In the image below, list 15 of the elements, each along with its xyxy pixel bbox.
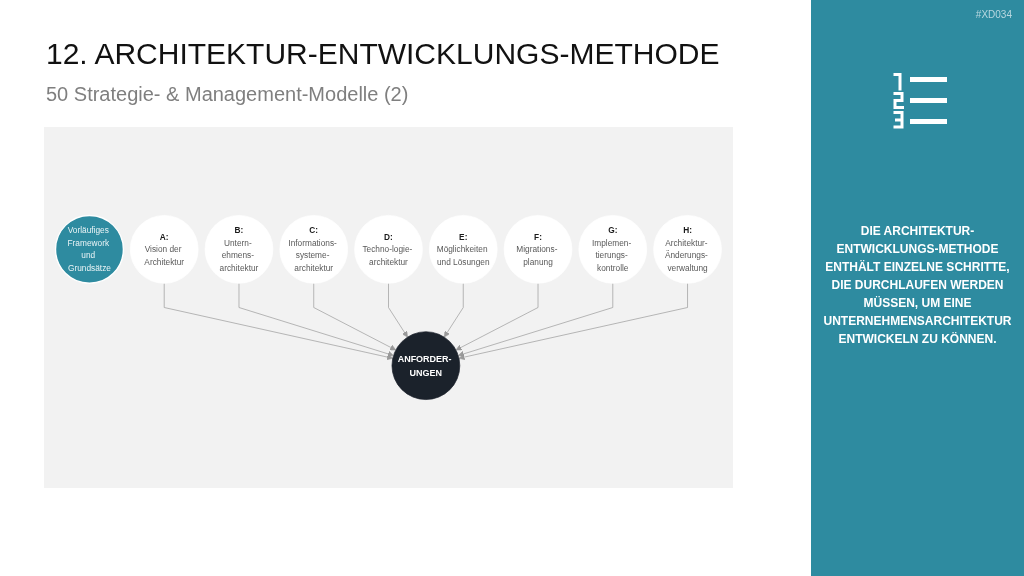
node-circle (429, 215, 498, 284)
node-circle (503, 215, 573, 284)
node-circle (578, 215, 648, 284)
node-circle (129, 215, 199, 284)
diagram-background: Vorläufiges Framework und Grundsätze G: Implemen- tierungs- kontrolle H: Architektur- Änderungs- verwaltung F: Migrations- planung A: Vision der Architektur E: Möglichkeiten und Lösungen B: Untern- ehmens- architektur D: Techno-logie- architektur C: Informations- systeme- architektur ANFORDER- UNGEN (44, 127, 733, 488)
node-circle (653, 215, 722, 284)
slide-code: #XD034 (975, 9, 1012, 21)
node-circle (204, 215, 274, 284)
node-circle (391, 331, 461, 400)
slide-title: 12. ARCHITEKTUR-ENTWICKLUNGS-METHODE (46, 36, 720, 72)
node-circle (354, 215, 423, 284)
node-circle (54, 214, 125, 284)
subtitle: 50 Strategie- & Management-Modelle (2) (46, 82, 409, 106)
panel-text: DIE ARCHITEKTUR- ENTWICKLUNGS-METHODE ENTHÄLT EINZELNE SCHRITTE, DIE DURCHLAUFEN WERDEN MÜSSEN, UM EINE UNTERNEHMENSARCHITEKTUR ENTWICKELN ZU KÖNNEN. (822, 223, 1013, 348)
node-circle (279, 215, 348, 284)
